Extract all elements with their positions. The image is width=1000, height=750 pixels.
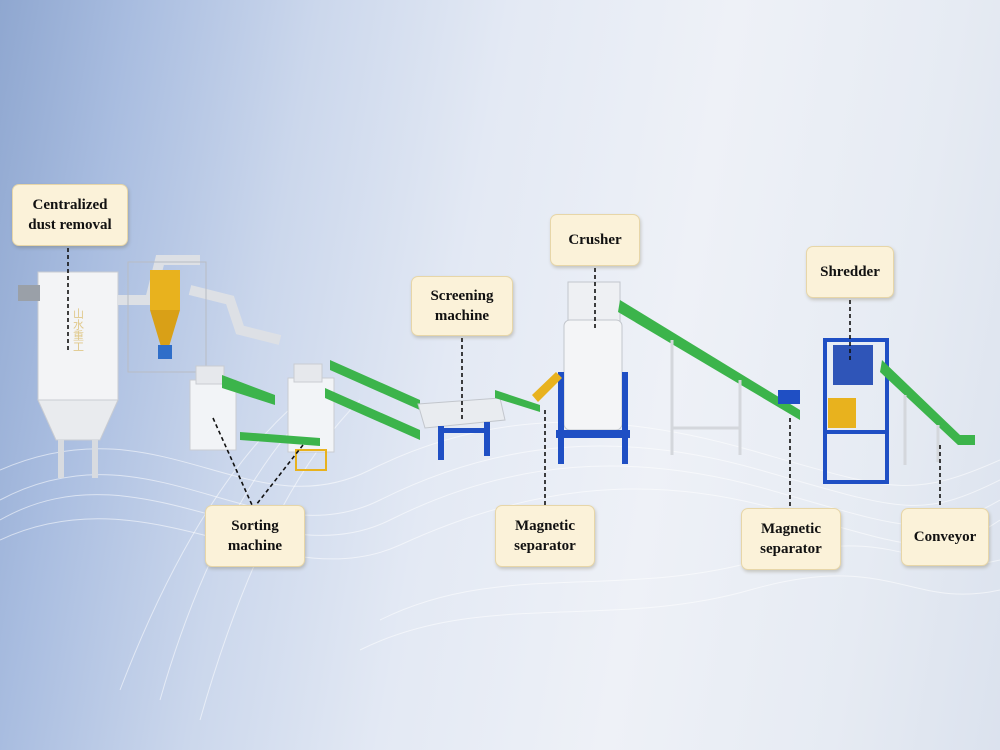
dust-collector: 山水重工	[18, 271, 119, 478]
label-conveyor: Conveyor	[901, 508, 989, 566]
shredder-machine	[778, 338, 889, 484]
incline-conveyor	[618, 300, 800, 455]
sorting-machine-1	[189, 365, 275, 451]
label-sorting-machine: Sorting machine	[205, 505, 305, 567]
tower-brand-text: 山水重工	[72, 308, 85, 352]
crusher-machine	[532, 281, 630, 464]
label-magnetic-separator-1: Magnetic separator	[495, 505, 595, 567]
sorting-belts	[240, 360, 420, 446]
label-centralized-dust-removal: Centralized dust removal	[12, 184, 128, 246]
feed-conveyor	[880, 360, 975, 465]
sorting-machine-2	[287, 363, 335, 471]
label-crusher: Crusher	[550, 214, 640, 266]
label-magnetic-separator-2: Magnetic separator	[741, 508, 841, 570]
label-shredder: Shredder	[806, 246, 894, 298]
leader-sorting-1	[212, 417, 253, 506]
screening-machine	[417, 390, 540, 460]
leader-lines	[67, 248, 941, 508]
leader-sorting-2	[255, 444, 304, 506]
label-screening-machine: Screening machine	[411, 276, 513, 336]
cyclone-separator	[127, 261, 207, 373]
dust-ducting	[118, 255, 282, 345]
